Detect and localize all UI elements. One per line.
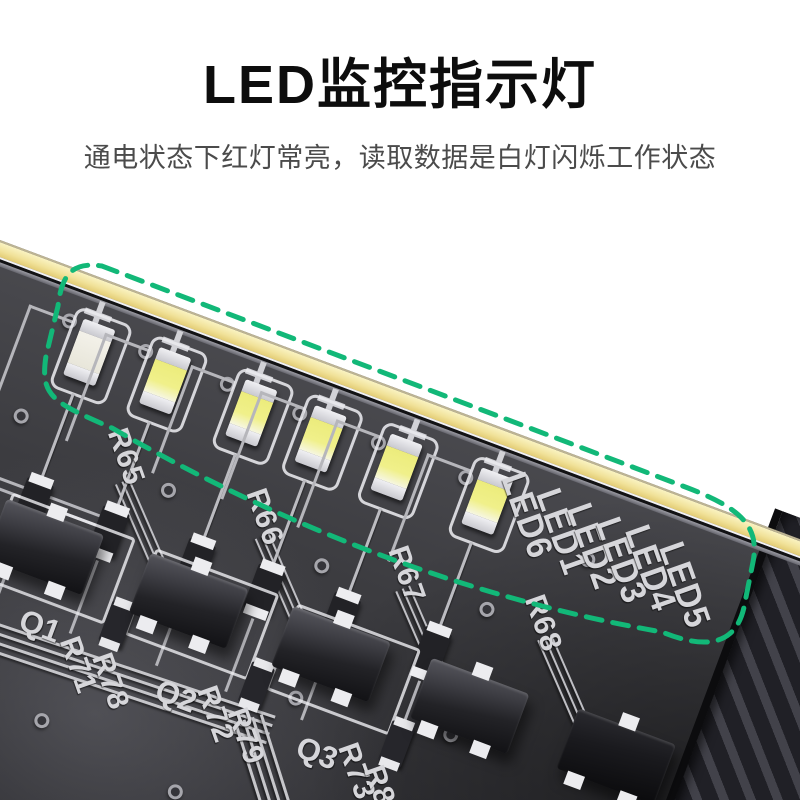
- transistor-component: [556, 708, 677, 800]
- transistor-component: [409, 657, 530, 755]
- silkscreen-label-r68: R68: [517, 590, 569, 657]
- pcb-board: R65 R66 R67 R68 LED6 LED1 LED2 LED3 LED4…: [0, 225, 800, 800]
- via-icon: [165, 782, 185, 800]
- via-icon: [477, 599, 497, 620]
- via-icon: [158, 480, 179, 501]
- page-subtitle: 通电状态下红灯常亮，读取数据是白灯闪烁工作状态: [83, 143, 717, 173]
- silkscreen-label-r78: R78: [85, 648, 136, 715]
- trace: [437, 541, 473, 629]
- trace: [347, 507, 383, 595]
- via-icon: [32, 710, 52, 731]
- page-title: LED监控指示灯: [203, 55, 597, 115]
